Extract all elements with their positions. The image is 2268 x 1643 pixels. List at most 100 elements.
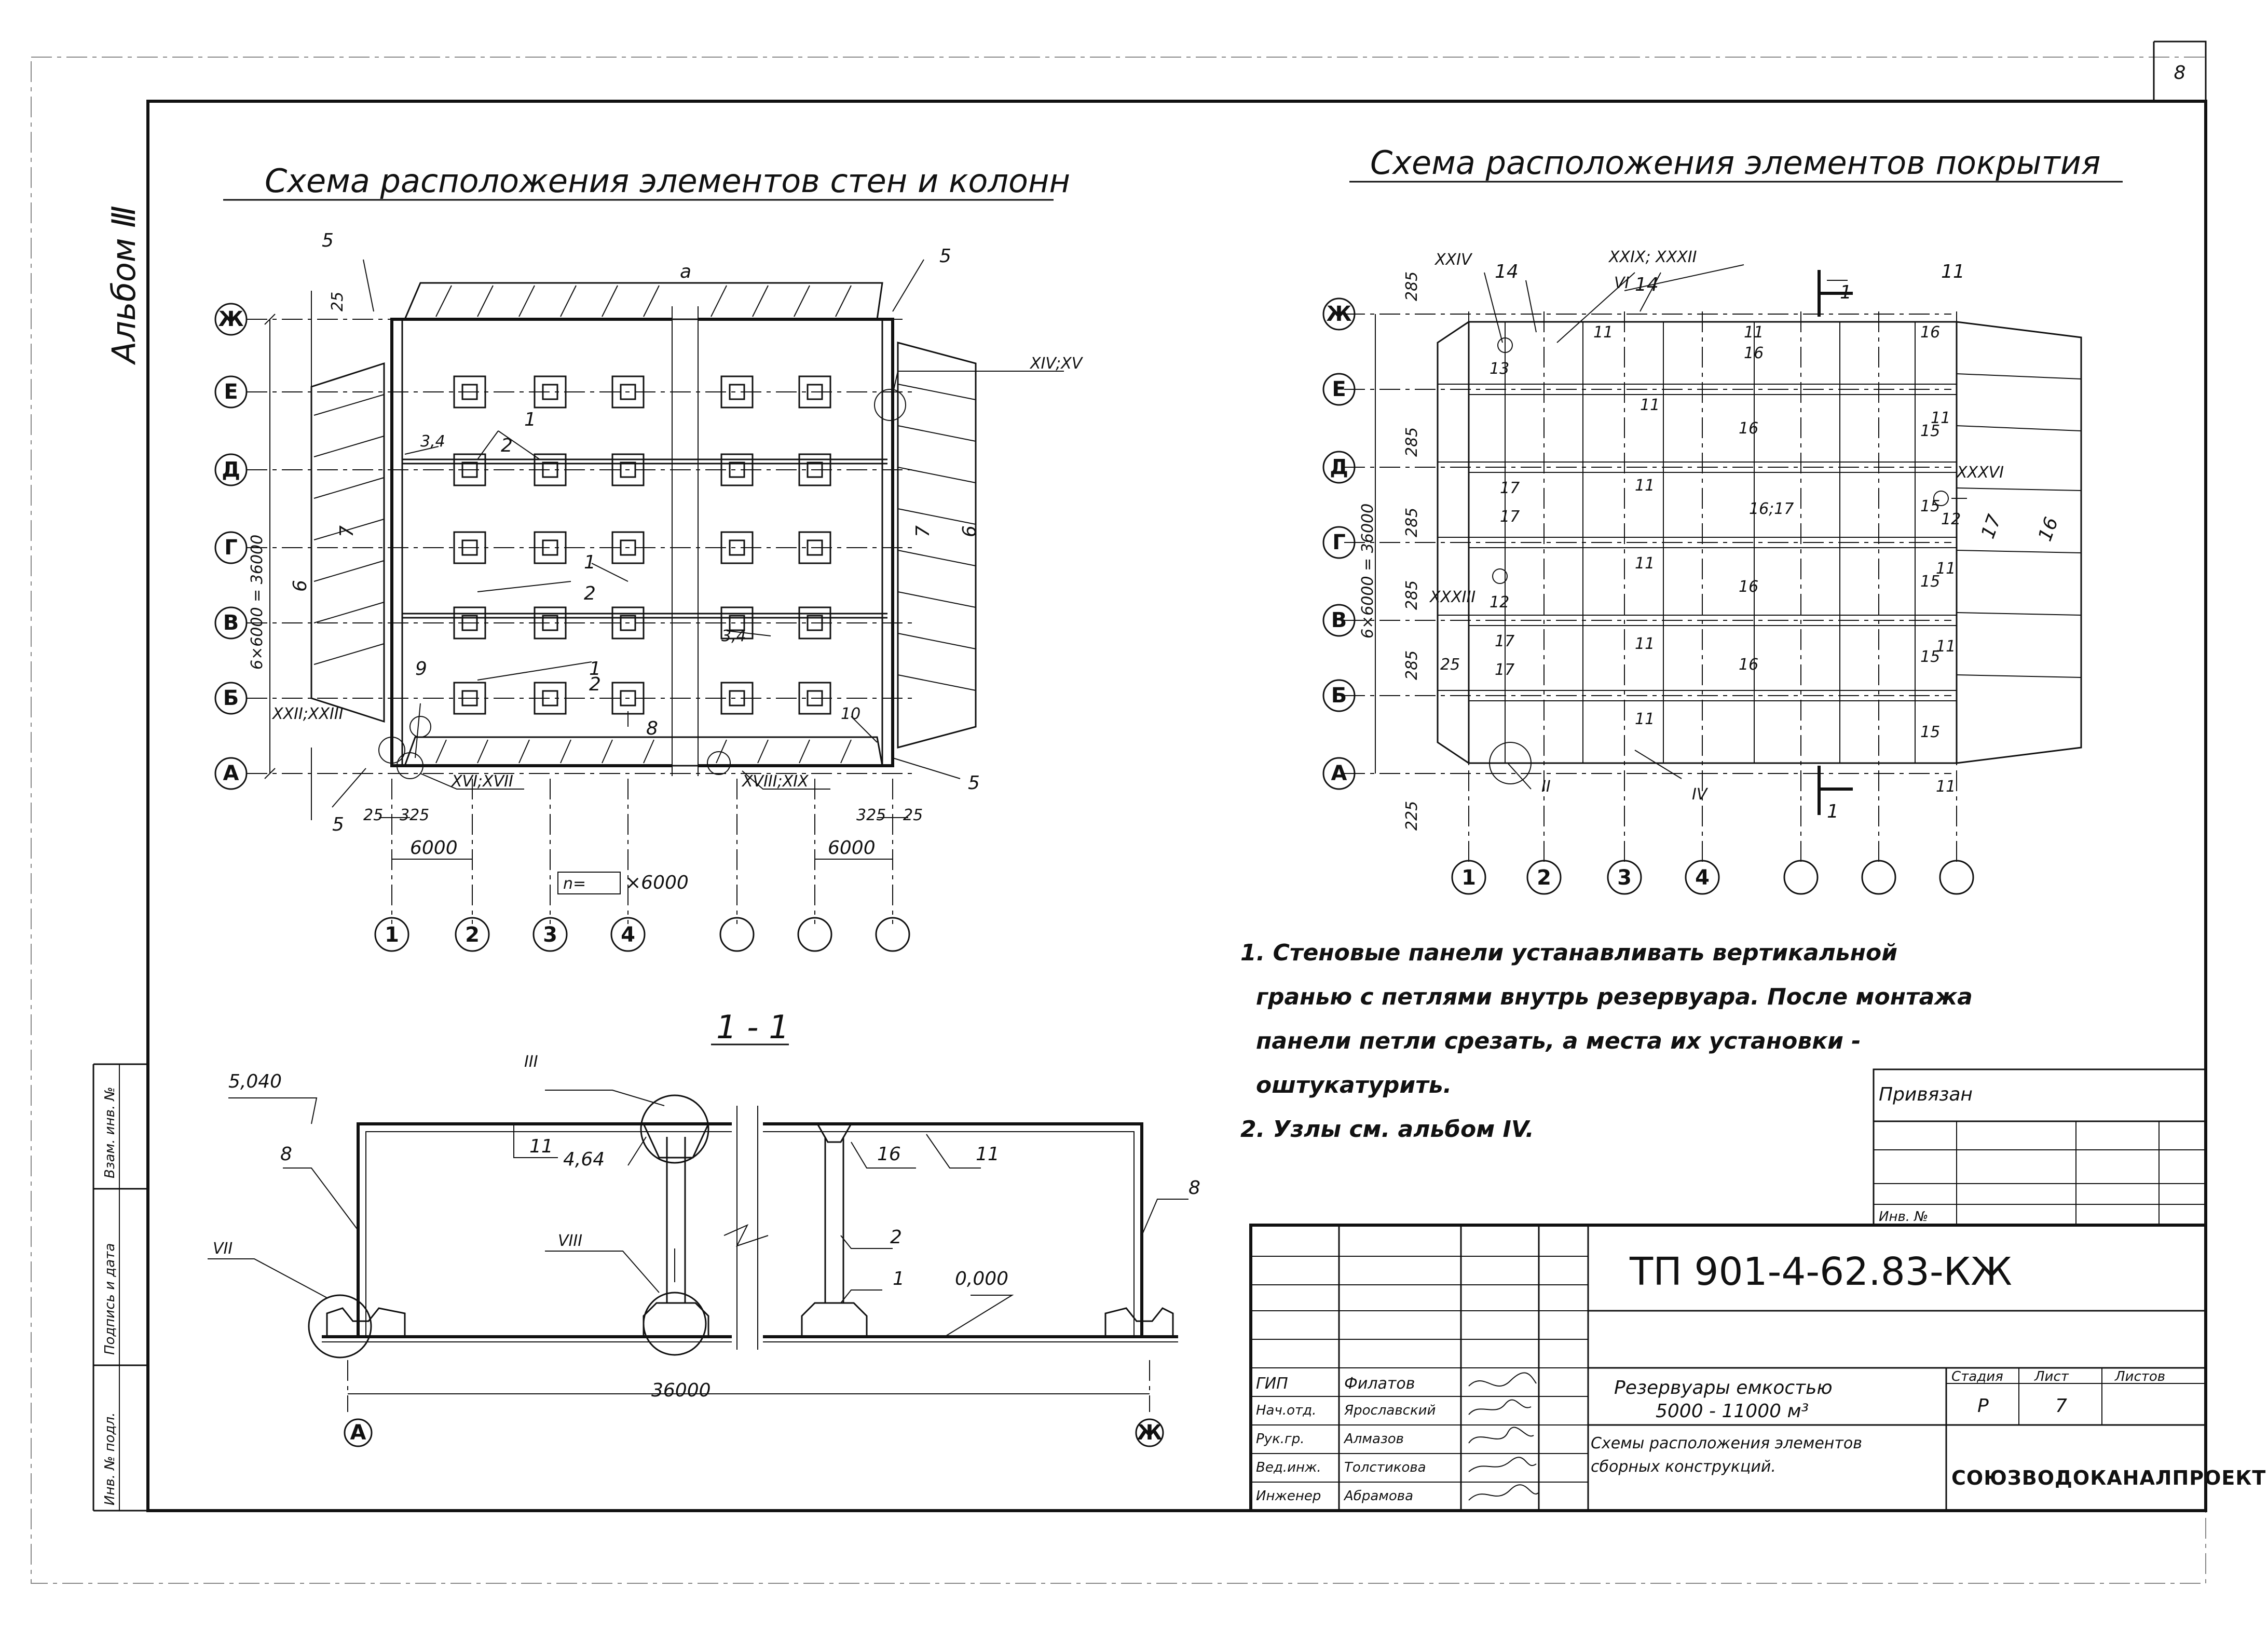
row-axis-label: Ж <box>1327 302 1352 326</box>
dim-6000-right: 6000 <box>828 837 876 859</box>
section-title: 1 - 1 <box>716 1008 789 1046</box>
staff-role: Нач.отд. <box>1256 1403 1316 1418</box>
dim-25: 25 <box>329 292 347 311</box>
row-axis-label: Е <box>1332 377 1346 401</box>
dim-25: 25 <box>903 806 923 824</box>
column-axis-bubbles: 1 2 3 4 <box>374 917 910 952</box>
binding-inv: Инв. № <box>1879 1209 1928 1225</box>
node-xxii-xxiii: XXII;XXIII <box>271 705 344 723</box>
walls-columns-title: Схема расположения элементов стен и коло… <box>265 162 1070 200</box>
row-axis-label: Д <box>222 458 240 482</box>
label-1: 1 <box>584 552 596 573</box>
node-viii: VIII <box>558 1232 582 1250</box>
node-xviii-xix: XVIII;XIX <box>741 772 809 791</box>
dim-325: 325 <box>400 806 429 824</box>
staff-role: Вед.инж. <box>1256 1460 1321 1475</box>
dim-285: 285 <box>1403 580 1421 610</box>
label-16: 16 <box>1739 656 1758 674</box>
stage-header: Стадия <box>1951 1369 2003 1384</box>
label-5-bottom-right: 5 <box>968 772 980 794</box>
dim-285: 285 <box>1403 271 1421 301</box>
node-vi: VI <box>1614 274 1630 292</box>
label-1: 1 <box>524 409 536 430</box>
label-17: 17 <box>1500 508 1520 526</box>
label-16: 16 <box>1744 344 1764 362</box>
section-axis-a: А <box>350 1421 366 1445</box>
label-7-left: 7 <box>336 525 358 537</box>
label-11: 11 <box>1744 323 1764 342</box>
label-5-top-left: 5 <box>322 230 334 251</box>
sheet-title: Схемы расположения элементов <box>1591 1434 1862 1452</box>
staff-role: Инженер <box>1256 1488 1321 1504</box>
binding-title: Привязан <box>1879 1084 1973 1105</box>
elev-zero: 0,000 <box>955 1268 1008 1289</box>
dim-n: n= <box>563 875 586 893</box>
node-xxix-xxxii: XXIX; XXXII <box>1608 248 1697 266</box>
section-axis-zh: Ж <box>1137 1421 1163 1445</box>
row-axis-label: Б <box>223 686 239 710</box>
row-axis-label: Д <box>1330 455 1348 479</box>
label-11: 11 <box>1936 560 1956 578</box>
label-11: 11 <box>1593 323 1613 342</box>
sheet-header: Лист <box>2034 1369 2069 1384</box>
row-axis-label: В <box>223 611 239 635</box>
project-capacity: 5000 - 11000 м³ <box>1656 1401 1809 1422</box>
dim-325: 325 <box>856 806 886 824</box>
label-2: 2 <box>589 674 601 695</box>
label-16-side: 16 <box>2034 514 2062 544</box>
label-5-top-right: 5 <box>939 246 951 267</box>
node-xiv-xv: XIV;XV <box>1029 355 1084 373</box>
note-line: оштукатурить. <box>1256 1072 1452 1098</box>
node-xvi-xvii: XVI;XVII <box>450 772 513 791</box>
row-axis-label: Ж <box>218 307 244 331</box>
album-label: Альбом Ⅲ <box>105 206 143 365</box>
label-11: 11 <box>1640 396 1660 414</box>
roof-column-axis-bubbles: 1 2 3 4 <box>1451 860 1974 895</box>
label-16: 16 <box>1739 419 1758 438</box>
staff-name: Ярославский <box>1344 1403 1436 1418</box>
label-11: 11 <box>1941 261 1965 282</box>
label-8-right: 8 <box>1188 1177 1200 1199</box>
label-17: 17 <box>1500 479 1520 497</box>
label-11: 11 <box>1936 637 1956 656</box>
row-axis-label: А <box>223 762 239 785</box>
label-11: 11 <box>529 1136 553 1157</box>
label-16: 16 <box>877 1144 901 1165</box>
roof-plan: Схема расположения элементов покрытия <box>1322 144 2123 895</box>
node-ii: II <box>1541 778 1551 796</box>
roof-section-mark-bottom: 1 <box>1827 801 1839 822</box>
label-11: 11 <box>1931 409 1950 427</box>
staff-role: ГИП <box>1256 1375 1288 1393</box>
label-1: 1 <box>893 1268 905 1289</box>
label-15: 15 <box>1920 648 1940 666</box>
label-2: 2 <box>584 583 596 604</box>
column-axis-label: 3 <box>1617 866 1632 890</box>
project-name: Резервуары емкостью <box>1614 1377 1833 1398</box>
label-15: 15 <box>1920 723 1940 741</box>
side-stamp: Инв. № подл. Подпись и дата Взам. инв. № <box>102 1087 118 1505</box>
label-1: 1 <box>589 658 601 680</box>
roof-span-label: 6×6000 = 36000 <box>1359 504 1377 639</box>
staff-name: Абрамова <box>1343 1488 1413 1504</box>
column-axis-label: 3 <box>543 923 557 947</box>
column-grid <box>453 375 831 715</box>
node-iv: IV <box>1692 785 1709 804</box>
span-36000: 36000 <box>651 1380 711 1401</box>
label-17-side: 17 <box>1977 512 2005 541</box>
sheet-number-box: 8 <box>2153 40 2207 101</box>
height-464: 4,64 <box>563 1149 605 1170</box>
roof-plan-title: Схема расположения элементов покрытия <box>1370 144 2100 182</box>
title-block: ТП 901-4-62.83-КЖ Резервуары емкостью 50… <box>1249 1224 2265 1512</box>
label-17: 17 <box>1495 661 1514 679</box>
label-2: 2 <box>501 435 513 456</box>
row-axis-label: В <box>1331 608 1347 632</box>
row-axis-bubbles: Ж Е Д Г В Б А <box>214 303 248 790</box>
dim-285: 285 <box>1403 650 1421 680</box>
dim-285: 285 <box>1403 508 1421 537</box>
note-line: 2. Узлы см. альбом IV. <box>1240 1116 1534 1143</box>
label-a: a <box>680 261 691 282</box>
side-stamp-replace: Взам. инв. № <box>102 1087 118 1178</box>
staff-name: Толстикова <box>1344 1460 1426 1475</box>
label-16: 16 <box>1739 578 1758 596</box>
